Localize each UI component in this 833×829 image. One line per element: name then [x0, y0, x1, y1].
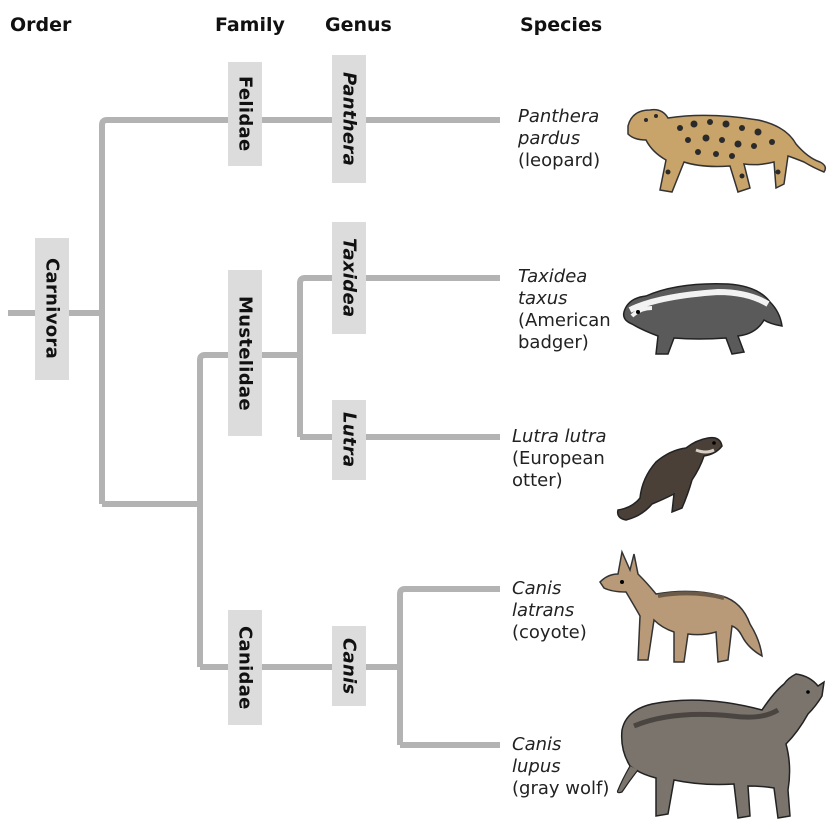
order-header: Order: [10, 14, 71, 36]
species-panthera-pardus: Panthera pardus (leopard): [518, 106, 600, 172]
family-box-felidae: Felidae: [228, 62, 262, 166]
species-canis-lupus: Canis lupus (gray wolf): [512, 734, 609, 800]
family-box-mustelidae: Mustelidae: [228, 270, 262, 436]
family-box-canidae: Canidae: [228, 610, 262, 725]
species-canis-latrans: Canis latrans (coyote): [512, 578, 587, 644]
species-taxidea-taxus: Taxidea taxus (American badger): [518, 266, 611, 354]
genus-label: Lutra: [339, 412, 360, 467]
family-label: Mustelidae: [235, 296, 256, 411]
genus-box-canis: Canis: [332, 626, 366, 706]
genus-header: Genus: [325, 14, 392, 36]
canis-split: [400, 589, 500, 745]
wolf-illustration: [612, 670, 832, 824]
genus-label: Panthera: [339, 72, 360, 166]
species-header: Species: [520, 14, 602, 36]
genus-label: Canis: [339, 638, 360, 695]
badger-illustration: [618, 268, 788, 358]
family-label: Felidae: [235, 76, 256, 151]
genus-box-taxidea: Taxidea: [332, 222, 366, 334]
genus-box-panthera: Panthera: [332, 55, 366, 183]
genus-label: Taxidea: [339, 238, 360, 317]
species-lutra-lutra: Lutra lutra (European otter): [512, 426, 607, 492]
order-box-carnivora: Carnivora: [35, 238, 69, 380]
mustelidae-split: [300, 278, 500, 437]
coyote-illustration: [592, 544, 764, 670]
genus-box-lutra: Lutra: [332, 400, 366, 480]
leopard-illustration: [618, 92, 830, 200]
family-label: Canidae: [235, 626, 256, 710]
otter-illustration: [612, 428, 728, 524]
order-label: Carnivora: [42, 258, 63, 359]
family-header: Family: [215, 14, 285, 36]
